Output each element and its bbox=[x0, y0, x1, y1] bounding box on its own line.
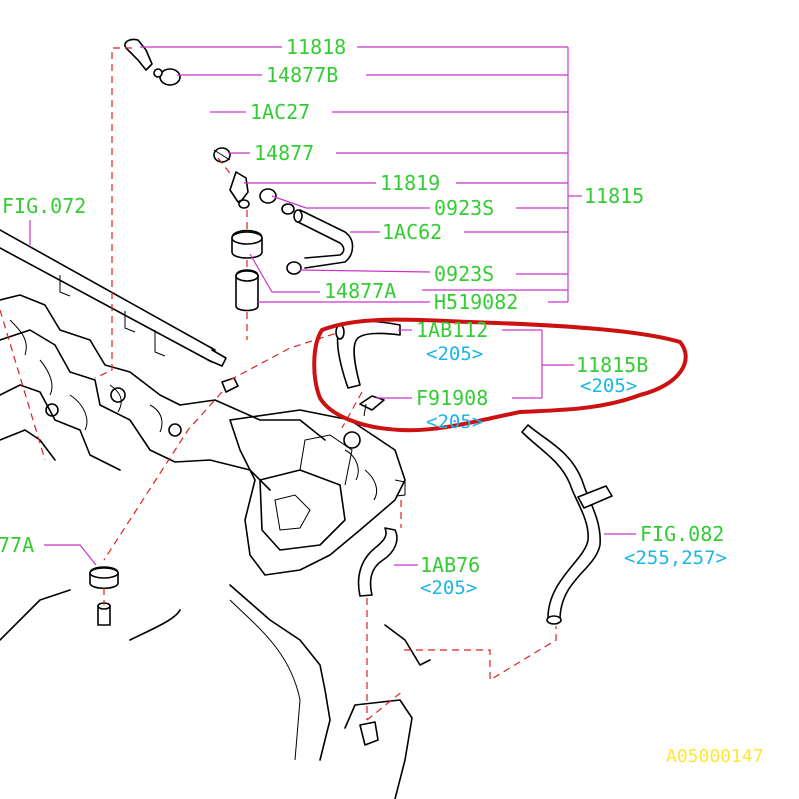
label-11818[interactable]: 11818 bbox=[286, 35, 346, 59]
label-FIG082[interactable]: FIG.082 bbox=[640, 522, 724, 546]
ref-1AB112[interactable]: <205> bbox=[426, 343, 483, 365]
hose-parts bbox=[89, 38, 613, 626]
label-1AC62[interactable]: 1AC62 bbox=[382, 220, 442, 244]
label-1AB76[interactable]: 1AB76 bbox=[420, 553, 480, 577]
ref-FIG082[interactable]: <255,257> bbox=[624, 547, 727, 569]
ref-1AB76[interactable]: <205> bbox=[420, 577, 477, 599]
label-1AB112[interactable]: 1AB112 bbox=[416, 318, 488, 342]
label-11815B[interactable]: 11815B bbox=[576, 353, 648, 377]
highlight-ring bbox=[312, 317, 688, 433]
label-14877A[interactable]: 14877A bbox=[324, 279, 396, 303]
reference-tags: <205> <205> <205> <205> <255,257> bbox=[420, 343, 727, 599]
label-0923S-lower[interactable]: 0923S bbox=[434, 262, 494, 286]
label-H519082[interactable]: H519082 bbox=[434, 290, 518, 314]
label-14877[interactable]: 14877 bbox=[254, 141, 314, 165]
image-code: A05000147 bbox=[666, 746, 764, 767]
connection-dashed-lines bbox=[0, 47, 557, 721]
label-1AC27[interactable]: 1AC27 bbox=[250, 100, 310, 124]
ref-11815B[interactable]: <205> bbox=[580, 375, 637, 397]
label-FIG072[interactable]: FIG.072 bbox=[2, 194, 86, 218]
part-labels: 11818 14877B 1AC27 14877 11819 0923S 118… bbox=[0, 35, 724, 577]
label-0923S-upper[interactable]: 0923S bbox=[434, 196, 494, 220]
label-14877B[interactable]: 14877B bbox=[266, 63, 338, 87]
label-11815[interactable]: 11815 bbox=[584, 184, 644, 208]
label-F91908[interactable]: F91908 bbox=[416, 386, 488, 410]
leader-lines bbox=[44, 46, 636, 566]
ref-F91908[interactable]: <205> bbox=[426, 411, 483, 433]
engine-assembly-drawing bbox=[0, 229, 431, 799]
label-77A[interactable]: 77A bbox=[0, 533, 34, 557]
label-11819[interactable]: 11819 bbox=[380, 171, 440, 195]
